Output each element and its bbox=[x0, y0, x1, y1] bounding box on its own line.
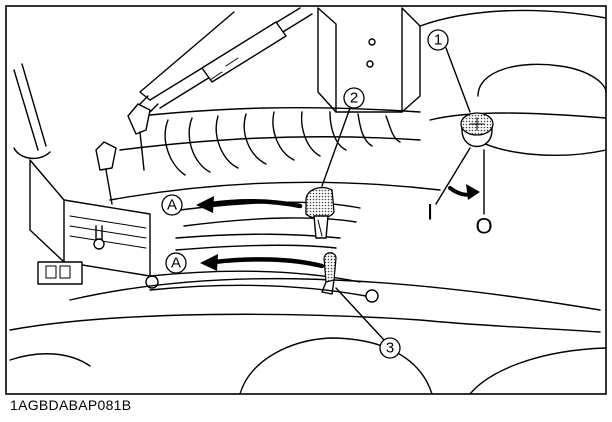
callout-3: 3 bbox=[335, 287, 401, 359]
position-off-label: O bbox=[475, 214, 492, 239]
rear-panel bbox=[317, 7, 421, 113]
callout-2: 2 bbox=[321, 87, 365, 187]
lever-2 bbox=[305, 186, 335, 239]
left-rod bbox=[13, 63, 51, 159]
left-levers bbox=[95, 103, 151, 205]
lever-3 bbox=[321, 252, 337, 295]
svg-text:3: 3 bbox=[386, 340, 394, 357]
svg-text:2: 2 bbox=[350, 90, 358, 107]
callout-1: 1 bbox=[427, 29, 471, 113]
lower-body bbox=[9, 313, 606, 394]
svg-text:A: A bbox=[171, 255, 181, 272]
direction-arrow-lower: A bbox=[165, 252, 325, 274]
figure-code: 1AGBDABAP081B bbox=[10, 397, 131, 413]
svg-text:1: 1 bbox=[434, 32, 442, 49]
knob-1 bbox=[460, 112, 494, 147]
center-console bbox=[109, 106, 441, 201]
left-switch-panel bbox=[29, 159, 151, 285]
direction-arrow-upper: A bbox=[161, 194, 303, 216]
svg-text:A: A bbox=[167, 197, 177, 214]
position-on-label: I bbox=[427, 200, 433, 225]
knob-switch-indicator: I O bbox=[427, 147, 493, 239]
